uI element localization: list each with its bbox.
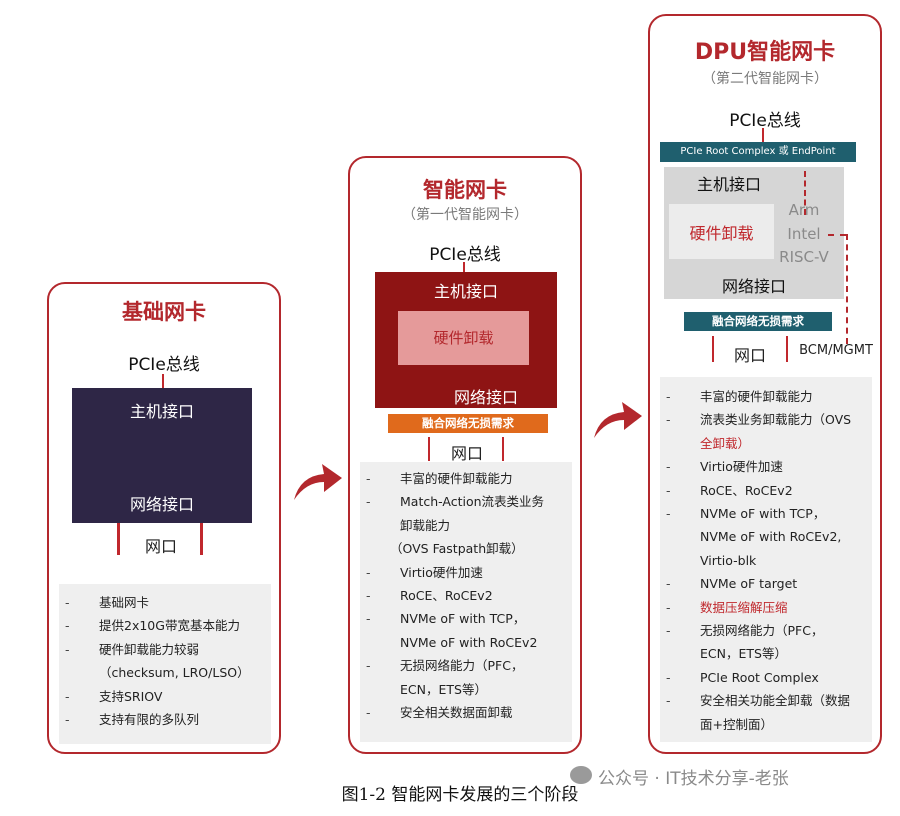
card3-feature-item: 数据压缩解压缩	[660, 596, 872, 620]
card2-feature-item: 无损网络能力（PFC，	[360, 654, 572, 678]
card2-feature-item: 安全相关数据面卸载	[360, 701, 572, 725]
stage-arrow-1	[294, 464, 342, 500]
card2-feature-item: NVMe oF with TCP，	[360, 607, 572, 631]
card3-port-line-right	[786, 336, 788, 362]
stage-arrow-2	[594, 402, 642, 438]
card1-title: 基础网卡	[122, 300, 206, 324]
card2-subtitle: （第一代智能网卡）	[402, 207, 528, 223]
card3-hw-offload-label: 硬件卸载	[689, 224, 754, 243]
wechat-icon	[570, 766, 592, 784]
card3-feature-item: NVMe oF target	[660, 572, 872, 596]
card3-subtitle: （第二代智能网卡）	[702, 71, 828, 87]
card2-fusion-bar: 融合网络无损需求	[388, 414, 548, 433]
card2-pcie-label: PCIe总线	[429, 245, 501, 265]
card3-feature-item: NVMe oF with TCP，	[660, 502, 872, 526]
card3-feature-item: 丰富的硬件卸载能力	[660, 385, 872, 409]
card3-host-interface: 主机接口	[696, 175, 761, 194]
card1-feature-item: （checksum, LRO/LSO）	[99, 665, 250, 681]
card3-feature-item: ECN，ETS等）	[700, 646, 787, 662]
card1-port-line-left	[117, 523, 120, 555]
card3-feature-item: PCIe Root Complex	[660, 666, 872, 690]
card2-hw-offload-label: 硬件卸载	[433, 329, 494, 347]
card3-feature-item: NVMe oF with RoCEv2,	[700, 529, 842, 545]
card3-mgmt-label: BCM/MGMT	[799, 343, 873, 358]
card3-feature-item: 面+控制面）	[700, 716, 773, 732]
card1-feature-item: 基础网卡	[59, 591, 271, 615]
card3-cpu-riscv: RISC-V	[779, 248, 829, 266]
card3-feature-item: 全卸载）	[700, 435, 751, 451]
card3-dpu-block: 主机接口 硬件卸载 Arm Intel RISC-V 网络接口	[664, 167, 844, 299]
card3-root-complex-bar: PCIe Root Complex 或 EndPoint	[660, 142, 856, 162]
card3-feature-item: Virtio硬件加速	[660, 455, 872, 479]
card3-feature-item: 流表类业务卸载能力（OVS	[660, 408, 872, 432]
card2-feature-item: 卸载能力	[400, 517, 451, 533]
card3-network-interface: 网络接口	[721, 277, 786, 296]
card3-fusion-bar: 融合网络无损需求	[684, 312, 832, 331]
card-dpu-nic: DPU智能网卡 （第二代智能网卡） PCIe总线 PCIe Root Compl…	[648, 14, 882, 754]
card3-dashed-link-mgmt	[846, 234, 848, 344]
card2-network-interface: 网络接口	[453, 388, 518, 407]
card3-dashed-link-horizontal	[828, 234, 846, 236]
card3-feature-item: 安全相关功能全卸载（数据	[660, 689, 872, 713]
card1-feature-item: 支持有限的多队列	[59, 708, 271, 732]
card-smart-nic: 智能网卡 （第一代智能网卡） PCIe总线 主机接口 硬件卸载 网络接口 融合网…	[348, 156, 582, 754]
card3-port-label: 网口	[733, 346, 766, 365]
card1-pcie-label: PCIe总线	[128, 355, 200, 375]
card2-feature-item: NVMe oF with RoCEv2	[400, 634, 538, 650]
figure-caption: 图1-2 智能网卡发展的三个阶段	[341, 785, 579, 805]
card2-hw-offload-block: 硬件卸载	[398, 311, 529, 365]
card2-feature-item: RoCE、RoCEv2	[360, 584, 572, 608]
card1-nic-block: 主机接口 网络接口	[72, 388, 252, 523]
card1-network-interface: 网络接口	[129, 495, 194, 514]
card3-pcie-label: PCIe总线	[729, 111, 801, 131]
card1-port-line-right	[200, 523, 203, 555]
card2-feature-item: Match-Action流表类业务	[360, 490, 572, 514]
card3-cpu-intel: Intel	[787, 225, 821, 243]
card2-feature-item: ECN，ETS等）	[400, 681, 487, 697]
card2-nic-block: 主机接口 硬件卸载 网络接口	[375, 272, 557, 408]
watermark: 公众号 · IT技术分享-老张	[570, 762, 890, 792]
card1-feature-item: 支持SRIOV	[59, 685, 271, 709]
card1-feature-item: 提供2x10G带宽基本能力	[59, 614, 271, 638]
card2-title: 智能网卡	[423, 178, 507, 202]
card2-pcie-connector	[463, 262, 465, 272]
card1-feature-list: 基础网卡 提供2x10G带宽基本能力 硬件卸载能力较弱 （checksum, L…	[59, 584, 271, 744]
card3-pcie-connector	[762, 128, 764, 142]
card2-port-line-right	[502, 437, 504, 461]
card1-port-label: 网口	[144, 537, 177, 556]
card2-feature-list: 丰富的硬件卸载能力 Match-Action流表类业务 卸载能力 （OVS Fa…	[360, 462, 572, 742]
card3-feature-item: RoCE、RoCEv2	[660, 479, 872, 503]
card3-feature-item: 无损网络能力（PFC，	[660, 619, 872, 643]
card2-feature-item: 丰富的硬件卸载能力	[360, 467, 572, 491]
card2-port-line-left	[428, 437, 430, 461]
card3-hw-offload-block: 硬件卸载	[669, 204, 774, 259]
card2-feature-item: （OVS Fastpath卸载）	[390, 541, 524, 557]
card3-title: DPU智能网卡	[694, 40, 836, 65]
card2-port-label: 网口	[450, 444, 483, 463]
card3-port-line-left	[712, 336, 714, 362]
card2-host-interface: 主机接口	[433, 282, 498, 301]
watermark-text: 公众号 · IT技术分享-老张	[598, 769, 789, 789]
card3-feature-list: 丰富的硬件卸载能力 流表类业务卸载能力（OVS 全卸载） Virtio硬件加速 …	[660, 377, 872, 742]
card3-feature-item: Virtio-blk	[700, 552, 757, 568]
card1-feature-item: 硬件卸载能力较弱	[59, 638, 271, 662]
card1-pcie-connector	[162, 374, 164, 388]
card2-feature-item: Virtio硬件加速	[360, 561, 572, 585]
card3-dashed-link-upper	[804, 171, 806, 215]
card1-host-interface: 主机接口	[129, 402, 194, 421]
card-basic-nic: 基础网卡 PCIe总线 主机接口 网络接口 网口 基础网卡 提供2x10G带宽基…	[47, 282, 281, 754]
